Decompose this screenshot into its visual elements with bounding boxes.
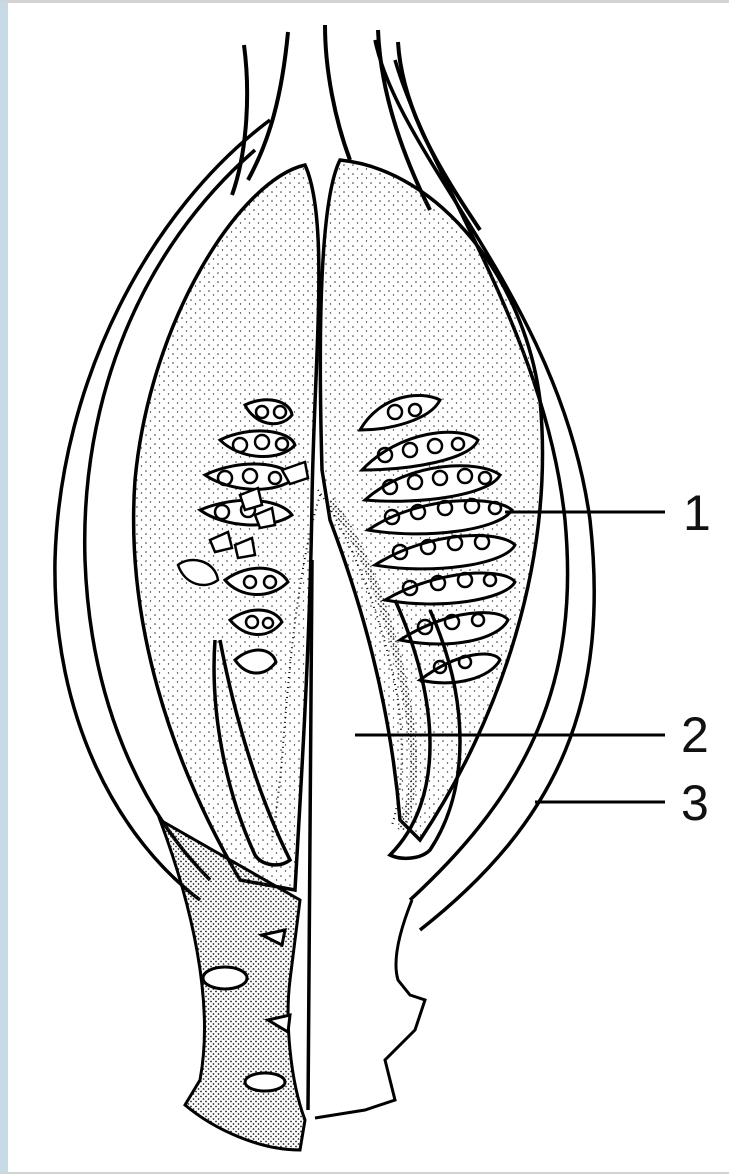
left-ovary — [134, 165, 319, 890]
label-2: 2 — [681, 707, 709, 763]
base-stem-right — [315, 900, 425, 1118]
label-1: 1 — [683, 485, 711, 541]
label-3: 3 — [681, 775, 709, 831]
